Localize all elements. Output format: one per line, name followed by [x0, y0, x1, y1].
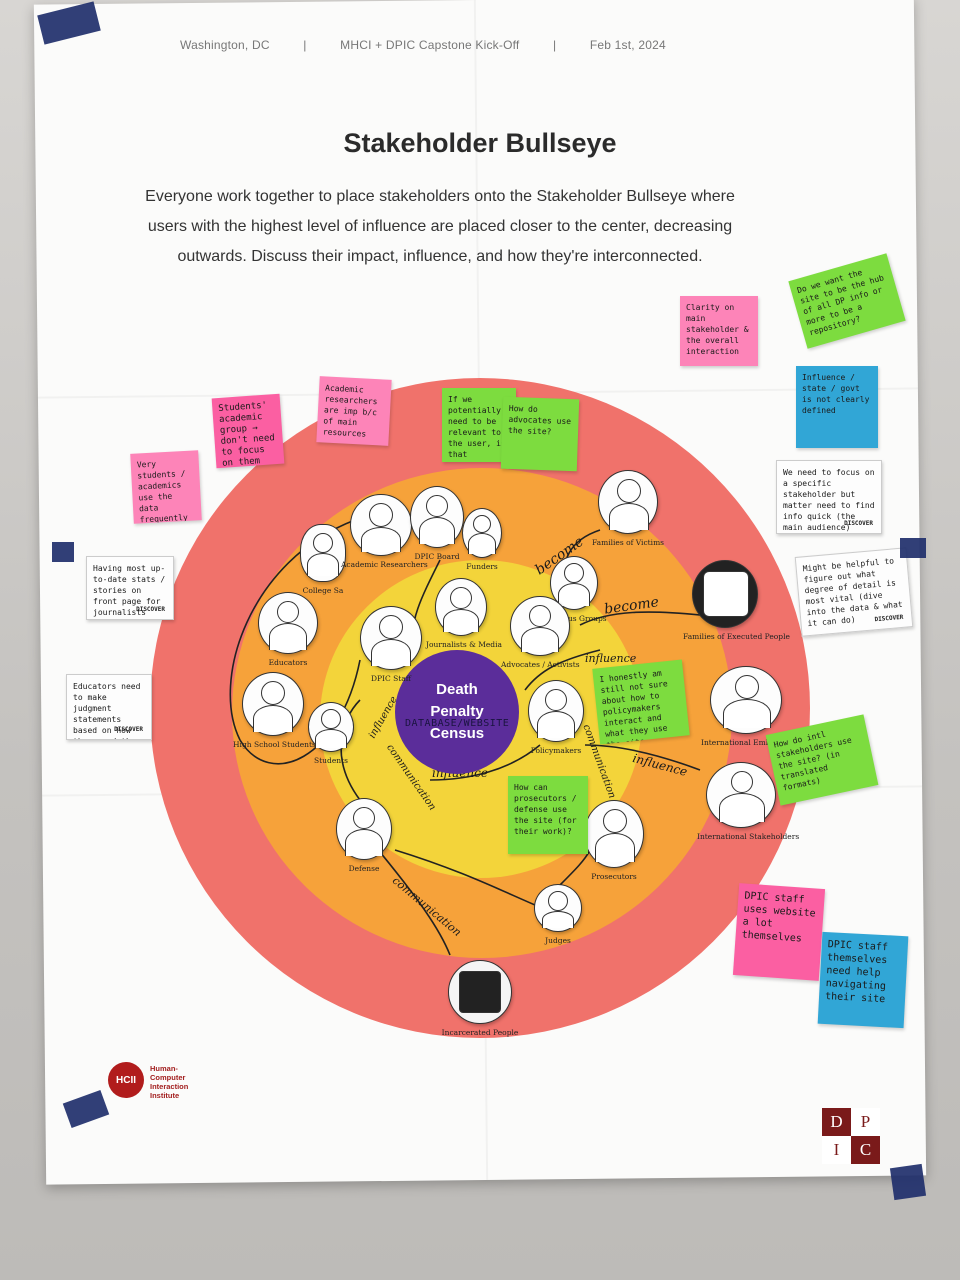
sticky-note: Might be helpful to figure out what degr… — [794, 547, 914, 637]
hcii-line: Interaction — [150, 1082, 189, 1091]
stakeholder-sticker: Academic Researchers — [341, 494, 428, 569]
stakeholder-label: International Stakeholders — [697, 832, 800, 841]
stakeholder-sticker: Prosecutors — [584, 800, 644, 881]
stakeholder-label: High School Students — [233, 740, 316, 749]
stakeholder-sticker: Journalists & Media — [426, 578, 502, 649]
dpic-letter: D — [830, 1112, 843, 1131]
header-date: Feb 1st, 2024 — [589, 38, 666, 52]
stakeholder-label: Religious Groups — [541, 614, 607, 623]
stakeholder-label: College Sa — [302, 586, 344, 595]
dpic-letter: P — [851, 1108, 880, 1136]
stakeholder-label: Students — [314, 756, 348, 765]
sticky-note: Influence / state / govt is not clearly … — [796, 366, 878, 448]
stakeholder-label: Journalists & Media — [426, 640, 502, 649]
stakeholder-label: Educators — [268, 658, 308, 667]
discover-mark: DISCOVER — [114, 726, 143, 733]
instructions-text: Everyone work together to place stakehol… — [145, 188, 735, 265]
sticky-note: Academic researchers are imp b/c of main… — [316, 376, 392, 446]
stakeholder-sticker: High School Students — [233, 672, 316, 749]
discover-mark: DISCOVER — [844, 520, 873, 527]
header-location: Washington, DC — [180, 38, 270, 52]
center-line: Penalty — [430, 703, 484, 720]
stakeholder-label: Academic Researchers — [341, 560, 428, 569]
page-title: Stakeholder Bullseye — [343, 128, 617, 158]
sticky-note: I honestly am still not sure about how t… — [592, 659, 690, 745]
note-text: Educators need to make judgment statemen… — [73, 682, 141, 739]
stakeholder-sticker: International Stakeholders — [697, 762, 799, 841]
hcii-logo-text: Human- Computer Interaction Institute — [150, 1064, 188, 1100]
sticky-note: DPIC staff uses website a lot themselves — [732, 883, 826, 981]
stakeholder-sticker: College Sa — [300, 524, 346, 595]
discover-mark: DISCOVER — [136, 606, 165, 613]
stakeholder-label: Incarcerated People — [441, 1028, 519, 1037]
masking-tape — [52, 542, 74, 562]
stakeholder-label: DPIC Board — [414, 552, 460, 561]
stakeholder-label: Families of Executed People — [683, 632, 790, 641]
sticky-note: We need to focus on a specific stakehold… — [776, 460, 882, 534]
stakeholder-label: Judges — [545, 936, 571, 945]
stakeholder-sticker: Families of Victims — [592, 470, 664, 547]
stakeholder-label: Advocates / Activists — [501, 660, 580, 669]
stakeholder-sticker: Religious Groups — [541, 556, 607, 623]
sticky-note: Educators need to make judgment statemen… — [66, 674, 152, 740]
stakeholder-sticker: International Embassies — [701, 666, 793, 747]
stakeholder-sticker: Judges — [534, 884, 582, 945]
masking-tape — [889, 1163, 927, 1201]
stakeholder-sticker: Defense — [336, 798, 392, 873]
stakeholder-sticker: Families of Executed People — [683, 560, 790, 641]
note-text: We need to focus on a specific stakehold… — [783, 468, 875, 532]
discover-mark: DISCOVER — [874, 613, 904, 624]
stakeholder-sticker: Advocates / Activists — [501, 596, 580, 669]
stakeholder-label: Funders — [466, 562, 498, 571]
sticky-note: Very students / academics use the data f… — [130, 450, 202, 524]
stakeholder-sticker: DPIC Board — [410, 486, 464, 561]
center-line: Census — [429, 725, 485, 742]
stakeholder-sticker: DPIC Staff — [360, 606, 422, 683]
stakeholder-sticker: Incarcerated People — [442, 960, 518, 1037]
masking-tape — [900, 538, 926, 558]
hcii-line: Institute — [150, 1091, 180, 1100]
sticky-note: Clarity on main stakeholder & the overal… — [680, 296, 758, 366]
stakeholder-sticker: Educators — [258, 592, 318, 667]
poster-header: Washington, DC | MHCI + DPIC Capstone Ki… — [180, 38, 696, 52]
note-text: Having most up-to-date stats / stories o… — [93, 564, 166, 617]
arrow-label: influence — [585, 652, 637, 665]
sticky-note: How do advocates use the site? — [500, 396, 580, 472]
center-circle: Death Penalty Census — [395, 650, 519, 774]
stakeholder-sticker: Funders — [462, 508, 502, 571]
hcii-logo: HCII — [108, 1062, 144, 1098]
hcii-line: Computer — [150, 1073, 186, 1082]
sticky-note: How can prosecutors / defense use the si… — [508, 776, 588, 854]
header-event: MHCI + DPIC Capstone Kick-Off — [340, 38, 520, 52]
stakeholder-sticker: Students — [308, 702, 354, 765]
dpic-letter: I — [822, 1136, 851, 1164]
stakeholder-sticker: Policymakers — [528, 680, 584, 755]
stakeholder-label: International Embassies — [701, 738, 794, 747]
header-separator: | — [303, 38, 307, 52]
sticky-note: Students' academic group → don't need to… — [211, 393, 285, 469]
stakeholder-label: DPIC Staff — [370, 674, 412, 683]
center-line: Death — [436, 681, 478, 698]
stakeholder-label: Defense — [348, 864, 380, 873]
stakeholder-label: Policymakers — [530, 746, 582, 755]
dpic-letter: C — [859, 1140, 872, 1159]
center-overlay-text: DATABASE/WEBSITE — [405, 718, 510, 729]
dpic-logo: D P I C — [822, 1108, 880, 1164]
header-separator: | — [553, 38, 557, 52]
sticky-note: DPIC staff themselves need help navigati… — [817, 931, 909, 1029]
sticky-note: Having most up-to-date stats / stories o… — [86, 556, 174, 620]
stakeholder-label: Prosecutors — [591, 872, 637, 881]
hcii-line: Human- — [150, 1064, 178, 1073]
stakeholder-label: Families of Victims — [591, 538, 665, 547]
